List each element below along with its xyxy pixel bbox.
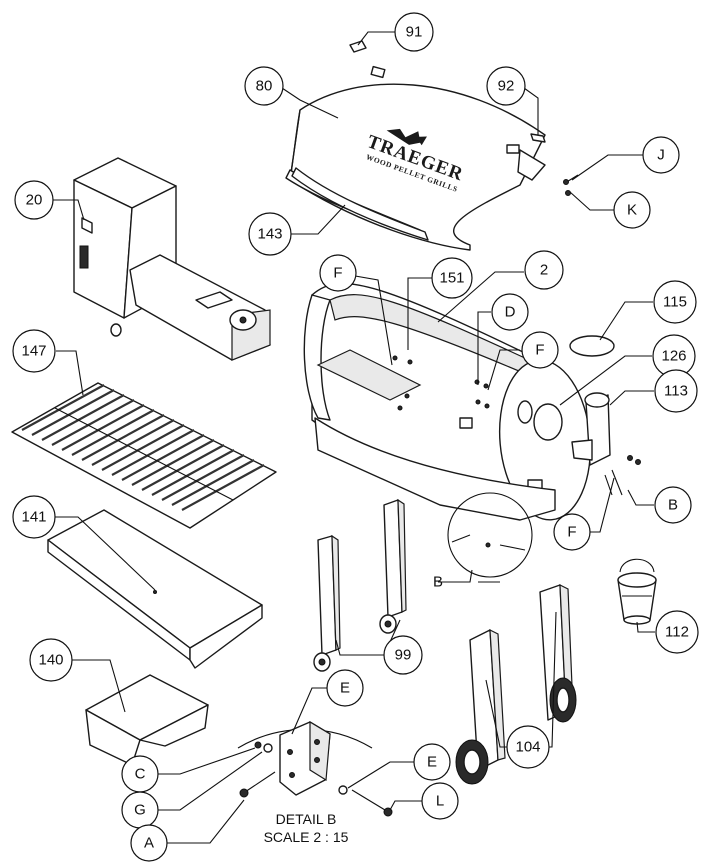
leg-wheel-right xyxy=(539,584,577,723)
grill-lid: TRAEGER WOOD PELLET GRILLS xyxy=(285,65,546,251)
callout-99: 99 xyxy=(383,635,423,675)
callout-J: J xyxy=(642,136,680,174)
callout-126: 126 xyxy=(652,334,696,378)
svg-text:J: J xyxy=(657,147,665,164)
svg-text:B: B xyxy=(668,497,678,514)
callout-113: 113 xyxy=(654,369,698,413)
svg-text:E: E xyxy=(340,680,350,697)
callouts: 91 80 92 J K 20 143 F 151 2 115 D F 126 … xyxy=(12,12,699,862)
callout-E1: E xyxy=(326,669,364,707)
svg-text:126: 126 xyxy=(661,348,686,365)
callout-141: 141 xyxy=(12,495,56,539)
callout-140: 140 xyxy=(29,638,73,682)
svg-text:C: C xyxy=(135,766,146,783)
callout-92: 92 xyxy=(486,66,526,106)
callout-147: 147 xyxy=(12,329,56,373)
callout-G: G xyxy=(121,791,159,829)
callout-D: D xyxy=(491,293,529,331)
svg-text:141: 141 xyxy=(21,509,46,526)
grease-bucket xyxy=(617,558,657,625)
detail-scale: SCALE 2 : 15 xyxy=(264,829,349,845)
svg-text:92: 92 xyxy=(498,78,515,95)
callout-E2: E xyxy=(413,743,451,781)
nut-k xyxy=(565,190,571,196)
detail-marker-b: B xyxy=(433,574,443,591)
svg-text:112: 112 xyxy=(665,624,689,641)
callout-20: 20 xyxy=(14,180,54,220)
svg-text:147: 147 xyxy=(21,343,46,360)
leg-wheel-left xyxy=(455,628,506,785)
callout-F1: F xyxy=(319,254,357,292)
svg-text:104: 104 xyxy=(515,739,540,756)
callout-91: 91 xyxy=(394,12,434,52)
callout-F3: F xyxy=(553,513,591,551)
detail-b: DETAIL B SCALE 2 : 15 xyxy=(237,492,533,845)
svg-text:20: 20 xyxy=(26,192,43,209)
smokestack-cap xyxy=(569,335,615,357)
callout-143: 143 xyxy=(248,212,292,256)
detail-title: DETAIL B xyxy=(276,811,337,827)
svg-text:D: D xyxy=(505,304,516,321)
svg-text:K: K xyxy=(627,202,637,219)
callout-B1: B xyxy=(654,486,692,524)
svg-text:A: A xyxy=(144,835,154,852)
svg-text:151: 151 xyxy=(439,270,464,287)
cooking-grate xyxy=(11,382,277,529)
svg-text:F: F xyxy=(567,524,576,541)
heat-baffle xyxy=(85,674,209,766)
part-91 xyxy=(349,40,367,53)
svg-text:143: 143 xyxy=(257,226,282,243)
bolt-j xyxy=(563,174,579,185)
callout-K: K xyxy=(613,191,651,229)
callout-80: 80 xyxy=(244,66,284,106)
svg-text:99: 99 xyxy=(395,647,412,664)
callout-151: 151 xyxy=(431,257,473,299)
part-92 xyxy=(530,133,546,143)
callout-C: C xyxy=(121,755,159,793)
leg-caster-left xyxy=(313,534,341,672)
leg-caster-right xyxy=(379,498,407,634)
grill-barrel xyxy=(303,282,592,521)
svg-text:L: L xyxy=(436,793,444,810)
callout-104: 104 xyxy=(506,725,550,769)
svg-text:115: 115 xyxy=(663,294,687,311)
svg-text:2: 2 xyxy=(540,262,548,279)
svg-text:140: 140 xyxy=(38,652,63,669)
callout-112: 112 xyxy=(655,610,699,654)
svg-text:F: F xyxy=(535,342,544,359)
svg-text:113: 113 xyxy=(664,383,688,400)
callout-A: A xyxy=(130,824,168,862)
callout-115: 115 xyxy=(653,280,697,324)
callout-F2: F xyxy=(521,331,559,369)
pellet-hopper xyxy=(73,157,271,361)
drip-tray xyxy=(47,509,263,669)
svg-text:F: F xyxy=(333,265,342,282)
svg-text:G: G xyxy=(134,802,146,819)
callout-2: 2 xyxy=(524,250,564,290)
lid-handle xyxy=(291,167,429,241)
svg-text:91: 91 xyxy=(406,24,423,41)
callout-L: L xyxy=(421,782,459,820)
svg-text:E: E xyxy=(427,754,437,771)
svg-text:80: 80 xyxy=(256,78,273,95)
smokestack xyxy=(571,392,611,466)
